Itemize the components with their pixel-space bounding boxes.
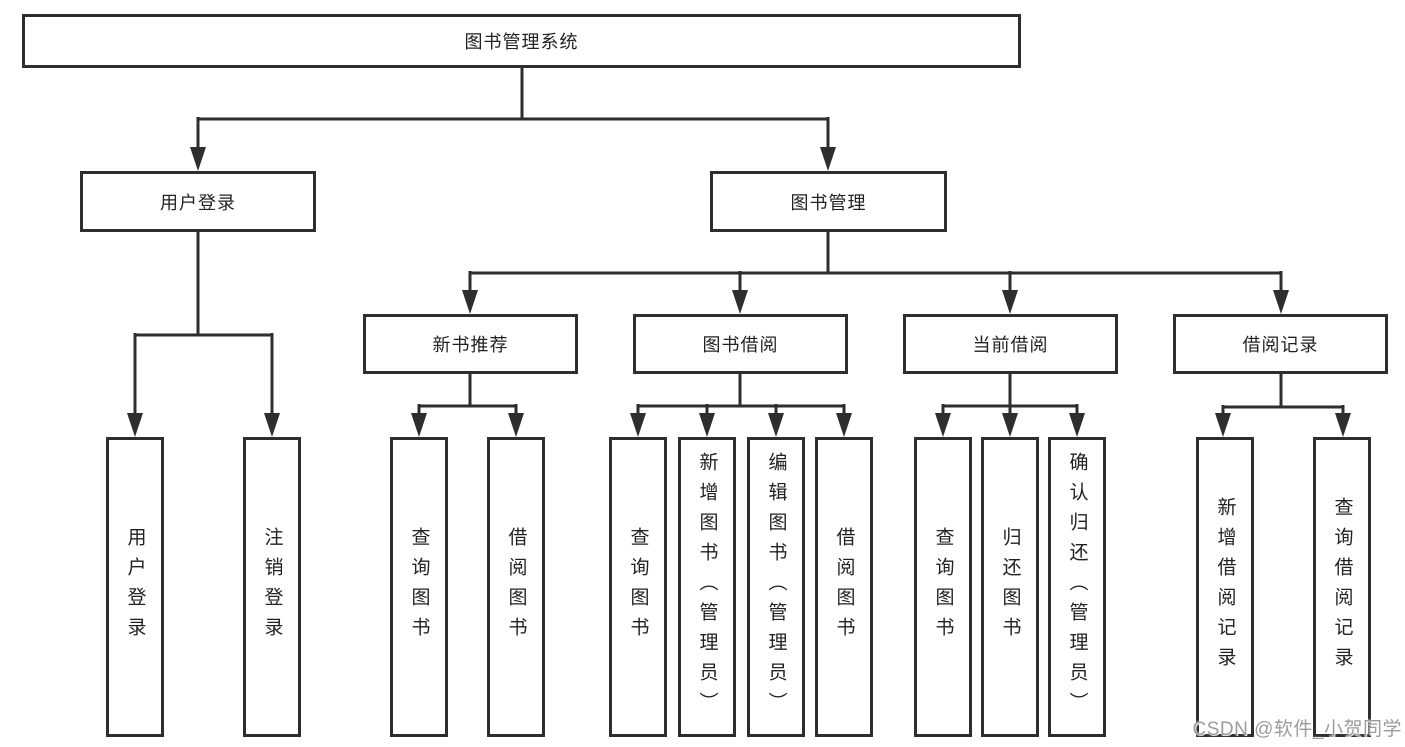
node-label: 图书管理系统: [464, 32, 579, 52]
arrowhead: [1002, 413, 1018, 437]
node-label: 借阅图书: [505, 527, 527, 647]
arrowhead: [264, 413, 280, 437]
arrowhead: [820, 147, 836, 171]
leaf-confirm-return-admin: 确认归还（管理员）: [1048, 437, 1106, 737]
arrowhead: [1002, 290, 1018, 314]
node-label: 当前借阅: [972, 335, 1049, 355]
node-user-login: 用户登录: [80, 171, 316, 232]
node-label: 借阅记录: [1242, 335, 1319, 355]
node-book-borrowing: 图书借阅: [633, 314, 848, 374]
arrowhead: [836, 413, 852, 437]
node-label: 用户登录: [124, 527, 146, 647]
arrowhead: [1069, 413, 1085, 437]
leaf-logout: 注销登录: [243, 437, 301, 737]
node-label: 编辑图书（管理员）: [765, 452, 787, 722]
csdn-watermark: CSDN @软件_小贺同学: [1192, 719, 1402, 740]
leaf-query-books-borrowing: 查询图书: [609, 437, 667, 737]
leaf-borrow-books-recommend: 借阅图书: [487, 437, 545, 737]
arrowhead: [1273, 290, 1289, 314]
arrowhead: [732, 290, 748, 314]
leaf-return-books: 归还图书: [981, 437, 1039, 737]
node-label: 图书管理: [790, 192, 867, 213]
leaf-user-login: 用户登录: [106, 437, 164, 737]
leaf-add-borrow-record: 新增借阅记录: [1196, 437, 1254, 737]
arrowhead: [630, 413, 646, 437]
node-library-management-system: 图书管理系统: [22, 14, 1021, 68]
node-new-book-recommend: 新书推荐: [363, 314, 578, 374]
arrowhead: [935, 413, 951, 437]
node-borrowing-records: 借阅记录: [1173, 314, 1388, 374]
node-label: 借阅图书: [833, 527, 855, 647]
node-label: 查询图书: [408, 527, 430, 647]
node-book-management: 图书管理: [710, 171, 947, 232]
arrowhead: [699, 413, 715, 437]
node-label: 新增借阅记录: [1214, 497, 1236, 677]
leaf-query-borrow-record: 查询借阅记录: [1313, 437, 1371, 737]
arrowhead: [768, 413, 784, 437]
node-label: 新书推荐: [432, 335, 509, 355]
leaf-add-books-admin: 新增图书（管理员）: [678, 437, 736, 737]
arrowhead: [190, 147, 206, 171]
node-label: 用户登录: [160, 192, 236, 213]
node-label: 归还图书: [999, 527, 1021, 647]
node-label: 注销登录: [261, 527, 283, 647]
node-label: 新增图书（管理员）: [696, 452, 718, 722]
leaf-borrow-books: 借阅图书: [815, 437, 873, 737]
node-label: 查询图书: [932, 527, 954, 647]
leaf-query-books-recommend: 查询图书: [390, 437, 448, 737]
node-label: 图书借阅: [702, 335, 779, 355]
arrowhead: [411, 413, 427, 437]
arrowhead: [1335, 413, 1351, 437]
arrowhead: [462, 290, 478, 314]
arrowhead: [127, 413, 143, 437]
leaf-edit-books-admin: 编辑图书（管理员）: [747, 437, 805, 737]
node-label: 确认归还（管理员）: [1066, 452, 1088, 722]
arrowhead: [1215, 413, 1231, 437]
node-label: 查询借阅记录: [1331, 497, 1353, 677]
leaf-query-books-current: 查询图书: [914, 437, 972, 737]
node-label: 查询图书: [627, 527, 649, 647]
arrowhead: [508, 413, 524, 437]
node-current-borrowing: 当前借阅: [903, 314, 1118, 374]
